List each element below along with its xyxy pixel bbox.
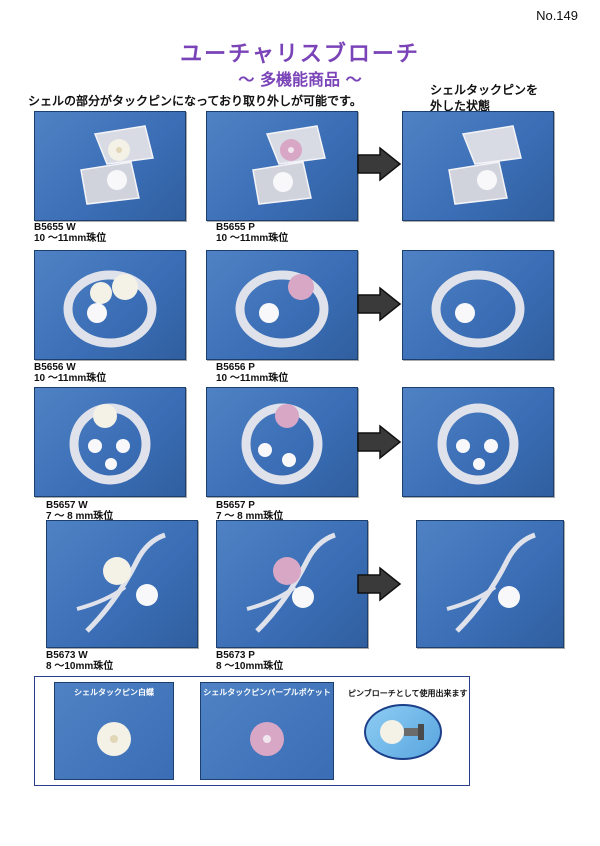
product-code-b5656w: B5656 W 10 ～11mm珠位 bbox=[34, 362, 106, 384]
product-code: B5673 W bbox=[46, 650, 88, 661]
pearl-size: 10 ～11mm珠位 bbox=[34, 233, 107, 244]
brooch-illustration bbox=[63, 270, 157, 348]
page-number: No.149 bbox=[536, 8, 578, 23]
product-code-b5673w: B5673 W 8 ～10mm珠位 bbox=[46, 650, 113, 672]
product-code-b5655p: B5655 P 10 ～11mm珠位 bbox=[216, 222, 288, 244]
product-photo-b5655-removed bbox=[402, 111, 554, 221]
product-photo-b5656w bbox=[34, 250, 186, 360]
tack-pin-purple-photo: シェルタックピンパープルポケット bbox=[200, 682, 334, 780]
tack-pin-purple-label: シェルタックピンパープルポケット bbox=[203, 688, 331, 697]
brooch-illustration bbox=[69, 403, 151, 485]
product-code: B5657 W bbox=[46, 500, 88, 511]
arrow-right-icon bbox=[357, 146, 402, 182]
product-photo-b5656p bbox=[206, 250, 358, 360]
product-photo-b5655w bbox=[34, 111, 186, 221]
product-code-b5657w: B5657 W 7 ～ 8 mm珠位 bbox=[46, 500, 113, 522]
brooch-illustration bbox=[437, 403, 519, 485]
product-code: B5656 W bbox=[34, 362, 76, 373]
product-code: B5656 P bbox=[216, 362, 255, 373]
pearl-size: 7 ～ 8 mm珠位 bbox=[46, 511, 114, 522]
pin-brooch-note: ピンブローチとして使用出来ます bbox=[348, 689, 468, 698]
brooch-illustration bbox=[431, 270, 525, 348]
brooch-illustration bbox=[241, 403, 323, 485]
page-title: ユーチャリスブローチ bbox=[180, 42, 420, 67]
tack-pin-white-photo: シェルタックピン白蝶 bbox=[54, 682, 174, 780]
product-photo-b5656-removed bbox=[402, 250, 554, 360]
product-code-b5656p: B5656 P 10 ～11mm珠位 bbox=[216, 362, 288, 384]
tack-pin-white-label: シェルタックピン白蝶 bbox=[74, 688, 154, 697]
product-code: B5655 P bbox=[216, 222, 255, 233]
pearl-size: 10 ～11mm珠位 bbox=[216, 373, 289, 384]
product-photo-b5673p bbox=[216, 520, 368, 648]
product-photo-b5655p bbox=[206, 111, 358, 221]
product-photo-b5657w bbox=[34, 387, 186, 497]
page-subtitle: ～ 多機能商品 ～ bbox=[238, 70, 362, 89]
pearl-size: 10 ～11mm珠位 bbox=[34, 373, 107, 384]
product-code-b5655w: B5655 W 10 ～11mm珠位 bbox=[34, 222, 106, 244]
brooch-illustration bbox=[246, 532, 336, 633]
brooch-illustration bbox=[446, 532, 536, 633]
brooch-illustration bbox=[252, 125, 326, 205]
product-photo-b5673-removed bbox=[416, 520, 564, 648]
arrow-right-icon bbox=[357, 424, 402, 460]
product-code: B5657 P bbox=[216, 500, 255, 511]
shell-flower-white-icon bbox=[97, 722, 131, 756]
product-code: B5655 W bbox=[34, 222, 76, 233]
brooch-illustration bbox=[76, 532, 166, 633]
brooch-illustration bbox=[80, 125, 154, 205]
product-code-b5673p: B5673 P 8 ～10mm珠位 bbox=[216, 650, 283, 672]
shell-flower-purple-icon bbox=[250, 722, 284, 756]
removed-state-heading: シェルタックピンを 外した状態 bbox=[430, 82, 570, 114]
brooch-illustration bbox=[235, 270, 329, 348]
arrow-right-icon bbox=[357, 566, 402, 602]
product-photo-b5657p bbox=[206, 387, 358, 497]
product-code-b5657p: B5657 P 7 ～ 8 mm珠位 bbox=[216, 500, 283, 522]
product-code: B5673 P bbox=[216, 650, 255, 661]
removed-heading-line2: 外した状態 bbox=[430, 99, 491, 113]
pearl-size: 8 ～10mm珠位 bbox=[216, 661, 284, 672]
arrow-right-icon bbox=[357, 286, 402, 322]
pin-brooch-illustration bbox=[364, 704, 442, 760]
pearl-size: 8 ～10mm珠位 bbox=[46, 661, 114, 672]
product-photo-b5673w bbox=[46, 520, 198, 648]
removed-heading-line1: シェルタックピンを bbox=[430, 83, 539, 97]
intro-text: シェルの部分がタックピンになっており取り外しが可能です。 bbox=[28, 94, 362, 108]
pearl-size: 10 ～11mm珠位 bbox=[216, 233, 289, 244]
tack-pin-icon bbox=[380, 720, 424, 744]
pearl-size: 7 ～ 8 mm珠位 bbox=[216, 511, 284, 522]
product-photo-b5657-removed bbox=[402, 387, 554, 497]
brooch-illustration bbox=[448, 125, 522, 205]
